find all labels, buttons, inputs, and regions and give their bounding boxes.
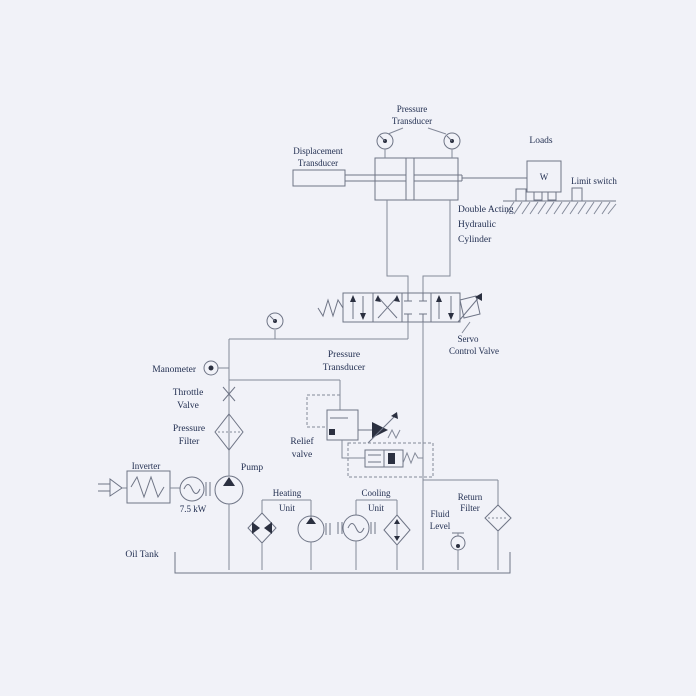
pressure-gauge-right-needle xyxy=(446,135,453,142)
pressure-line xyxy=(228,312,409,476)
label-oil-tank: Oil Tank xyxy=(125,550,158,560)
small-valve-right-box xyxy=(383,449,404,468)
displacement-transducer-box xyxy=(292,169,346,187)
relief-valve-box xyxy=(326,409,359,441)
label-pressure-transducer-mid-1: Pressure xyxy=(328,350,360,360)
manometer-symbol xyxy=(203,360,229,376)
label-leader-left xyxy=(387,127,404,135)
label-cooling-unit-1: Cooling xyxy=(361,488,391,498)
motor-sine-icon xyxy=(183,484,201,494)
label-pressure-transducer-top-2: Transducer xyxy=(392,116,432,126)
label-load-weight: W xyxy=(540,172,549,182)
label-heating-unit-1: Heating xyxy=(273,488,302,498)
servo-label-leader xyxy=(461,321,471,334)
label-pump: Pump xyxy=(241,463,263,473)
label-double-acting-3: Cylinder xyxy=(458,235,492,245)
pilot-dashed-line xyxy=(306,394,340,428)
valve-solenoid-icon xyxy=(459,295,481,319)
label-double-acting-1: Double Acting xyxy=(458,205,514,215)
fluid-level-group xyxy=(450,532,466,570)
relief-spring-icon xyxy=(387,428,401,440)
relief-valve-group xyxy=(229,379,401,459)
pipe-b xyxy=(422,200,451,293)
load-group xyxy=(503,160,617,215)
ground-hatching xyxy=(505,201,617,215)
small-valve-spring-icon xyxy=(402,451,423,465)
label-manometer: Manometer xyxy=(152,365,197,375)
label-return-filter-2: Filter xyxy=(460,503,480,513)
label-displacement-transducer-1: Displacement xyxy=(293,146,343,156)
double-acting-cylinder-symbol xyxy=(345,157,527,201)
pressure-gauge-left-needle xyxy=(379,135,386,142)
label-loads: Loads xyxy=(529,136,553,146)
label-limit-switch: Limit switch xyxy=(571,176,617,186)
label-fluid-level-2: Level xyxy=(430,521,451,531)
load-foot-left xyxy=(533,191,543,201)
oil-tank-symbol xyxy=(174,552,511,574)
pressure-transducer-mid-gauge-icon xyxy=(266,312,284,330)
unloading-valve-group xyxy=(347,442,434,478)
pressure-filter-symbol xyxy=(214,413,244,451)
pipe-a xyxy=(386,200,409,293)
label-throttle-valve-1: Throttle xyxy=(173,388,204,398)
label-leader-right xyxy=(427,127,447,135)
label-return-filter-1: Return xyxy=(458,492,483,502)
relief-outlet-line xyxy=(341,440,365,459)
tank-outline xyxy=(174,552,511,574)
cylinder-valve-pipes xyxy=(386,200,451,293)
label-heating-unit-2: Unit xyxy=(279,503,296,513)
pump-triangle-icon xyxy=(223,477,235,486)
label-pressure-transducer-mid-2: Transducer xyxy=(323,363,366,373)
label-displacement-transducer-2: Transducer xyxy=(298,158,338,168)
small-valve-left-box xyxy=(364,449,385,468)
label-relief-valve-1: Relief xyxy=(290,436,314,447)
return-line-group xyxy=(422,322,512,570)
label-cooling-unit-2: Unit xyxy=(368,503,385,513)
label-inverter: Inverter xyxy=(132,461,160,471)
inverter-box xyxy=(126,470,171,504)
label-motor-rating: 7.5 kW xyxy=(180,504,207,514)
label-pressure-filter-2: Filter xyxy=(179,437,200,447)
power-unit-group xyxy=(98,470,244,570)
displacement-transducer-symbol xyxy=(292,169,346,187)
heating-unit-group xyxy=(247,499,331,570)
label-pressure-filter-1: Pressure xyxy=(173,424,205,434)
input-arrow-icon xyxy=(109,478,123,497)
inverter-waveform-icon xyxy=(130,475,165,499)
diagram-labels: Pressure Transducer Displacement Transdu… xyxy=(125,104,617,560)
label-fluid-level-1: Fluid xyxy=(430,509,450,519)
label-servo-valve-1: Servo xyxy=(458,334,479,344)
load-foot-right xyxy=(547,191,557,201)
pressure-transducer-gauges xyxy=(376,127,461,158)
relief-solenoid-icon xyxy=(372,422,388,438)
label-double-acting-2: Hydraulic xyxy=(458,220,496,230)
pressure-filter-diamond xyxy=(214,413,244,451)
load-box xyxy=(526,160,562,193)
limit-switch-block xyxy=(571,187,583,202)
load-support-left xyxy=(515,188,527,202)
label-throttle-valve-2: Valve xyxy=(177,401,199,411)
throttle-valve-symbol xyxy=(222,386,236,402)
label-pressure-transducer-top-1: Pressure xyxy=(397,104,428,114)
label-servo-valve-2: Control Valve xyxy=(449,346,499,356)
cylinder-body xyxy=(374,157,459,201)
electric-motor-icon xyxy=(179,476,205,502)
servo-control-valve-symbol xyxy=(317,292,482,334)
label-relief-valve-2: valve xyxy=(292,450,313,460)
cooling-unit-group xyxy=(337,499,411,570)
valve-spring-icon xyxy=(317,298,344,318)
dashed-enclosure xyxy=(347,442,434,478)
